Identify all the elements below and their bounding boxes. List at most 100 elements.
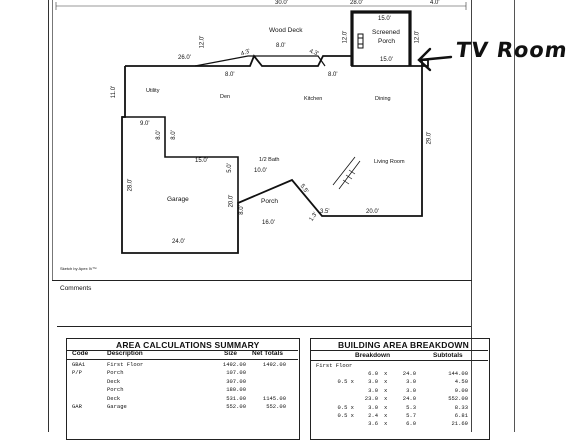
garage-wall [122, 116, 239, 203]
area-header-rule [67, 359, 298, 360]
screened-porch-label-1: Screened [372, 29, 400, 36]
area-summary-title-rule [67, 350, 298, 351]
table-cell: x [384, 370, 388, 377]
table-cell: Deck [107, 377, 121, 385]
room-den: Den [220, 94, 231, 100]
dim-12-left: 12.0' [199, 35, 206, 49]
wood-deck-outline [194, 55, 326, 67]
dim-9: 9.0' [140, 121, 150, 127]
table-cell: P/P [72, 369, 82, 377]
dim-8-c: 8.0' [155, 130, 162, 140]
tv-room-arrow-head [417, 47, 432, 72]
table-cell: 180.00 [226, 386, 246, 394]
dim-8-c2: 8.0' [170, 130, 177, 140]
area-col-net: 1492.00 1145.00 552.00 [252, 361, 286, 411]
breakdown-header-breakdown: Breakdown [355, 352, 391, 359]
breakdown-header-subtotals: Subtotals [433, 352, 463, 359]
dim-10: 10.0' [254, 168, 267, 174]
table-cell: 552.00 [266, 402, 286, 410]
table-cell: 23.0 [364, 395, 378, 403]
room-living: Living Room [374, 159, 405, 165]
tv-room-arrow-shaft [418, 55, 453, 62]
table-cell: 6.0 [368, 370, 378, 377]
table-cell: 6.81 [454, 411, 468, 419]
table-cell [72, 386, 85, 394]
table-cell: 552.00 [448, 395, 468, 403]
table-cell: 8.33 [454, 403, 468, 411]
area-header-description: Description [107, 350, 143, 357]
table-cell: x [384, 411, 388, 419]
table-cell: 0.5 x [337, 411, 354, 419]
table-cell: 144.00 [448, 370, 468, 377]
table-cell: 0.5 x [337, 403, 354, 411]
area-header-code: Code [72, 350, 89, 357]
table-cell: Porch [107, 386, 124, 394]
table-cell [72, 378, 85, 386]
table-cell: Garage [107, 402, 127, 410]
screened-porch-outline [350, 10, 412, 66]
table-cell: Deck [107, 394, 121, 402]
room-utility: Utility [146, 88, 160, 94]
top-dim-mid: 28.0' [350, 0, 363, 6]
room-half-bath: 1/2 Bath [259, 157, 280, 163]
table-cell: 307.00 [226, 377, 246, 385]
table-cell: 1492.00 [222, 361, 246, 368]
table-cell: 552.00 [226, 402, 246, 410]
dim-20-b: 20.0' [366, 209, 379, 215]
area-summary-title: AREA CALCULATIONS SUMMARY [116, 340, 260, 350]
comments-rule [57, 326, 471, 327]
area-header-net: Net Totals [252, 350, 283, 357]
dim-35: 3.5' [320, 209, 330, 215]
dim-26: 26.0' [178, 55, 191, 61]
comments-label: Comments [60, 285, 92, 292]
breakdown-col-mult: 0.5 x 0.5 x 0.5 x [337, 370, 354, 429]
table-cell: 3.0 [406, 386, 416, 394]
breakdown-col-sub: 144.00 4.50 9.00 552.00 8.33 6.81 21.69 [436, 370, 468, 429]
table-cell: x [384, 386, 388, 394]
porch-left-dim: 12.0' [342, 30, 349, 44]
top-dim-right: 4.0' [430, 0, 440, 6]
dim-5: 5.0' [226, 163, 233, 173]
breakdown-col-b: 24.0 3.0 3.0 24.0 5.3 5.7 6.0 [396, 370, 416, 429]
dim-15: 15.0' [195, 158, 208, 164]
left-margin-line-inner [52, 0, 53, 280]
dim-16: 16.0' [262, 220, 275, 226]
sketch-bottom-rule [52, 280, 472, 281]
table-cell: 5.7 [406, 411, 416, 419]
room-garage: Garage [167, 196, 189, 203]
dim-8-d: 8.0' [238, 205, 245, 215]
area-col-code: GBA1 P/P GAR [72, 361, 85, 411]
table-cell: 5.3 [406, 403, 416, 411]
left-margin-line [48, 0, 49, 432]
right-outer-line [514, 0, 515, 432]
table-cell: 1145.00 [262, 394, 286, 402]
porch-bottom-dim: 15.0' [380, 57, 393, 63]
table-cell: 3.0 [368, 378, 378, 386]
dim-11: 11.0' [111, 85, 118, 99]
dim-28: 28.0' [127, 178, 134, 192]
house-outline [121, 54, 429, 254]
area-col-description: First Floor Porch Deck Porch Deck Garage [107, 361, 143, 411]
porch-top-dim: 15.0' [378, 16, 391, 22]
sketch-credit: Sketch by Apex IV™ [60, 266, 97, 271]
table-cell: GAR [72, 402, 82, 410]
dim-20-a: 20.0' [228, 194, 235, 208]
dim-8-a: 8.0' [225, 72, 235, 78]
area-col-size: 1492.00 107.00 307.00 180.00 531.00 552.… [212, 361, 246, 411]
room-porch: Porch [261, 198, 278, 205]
dim-24: 24.0' [172, 239, 185, 245]
breakdown-title: BUILDING AREA BREAKDOWN [338, 340, 469, 350]
breakdown-col-a: 6.0 3.0 3.0 23.0 3.0 2.4 3.6 [360, 370, 378, 429]
table-cell: 21.69 [451, 420, 468, 428]
room-kitchen: Kitchen [304, 96, 323, 102]
wood-deck-width: 8.0' [276, 43, 286, 49]
table-cell: 9.00 [454, 386, 468, 394]
table-cell: 1492.00 [262, 361, 286, 368]
breakdown-title-rule [311, 350, 488, 351]
table-cell: x [384, 395, 388, 403]
table-cell: 3.6 [368, 420, 378, 428]
table-cell: 107.00 [226, 369, 246, 377]
breakdown-header-rule [311, 360, 488, 361]
right-margin-line [471, 0, 472, 432]
table-cell: First Floor [107, 361, 144, 368]
